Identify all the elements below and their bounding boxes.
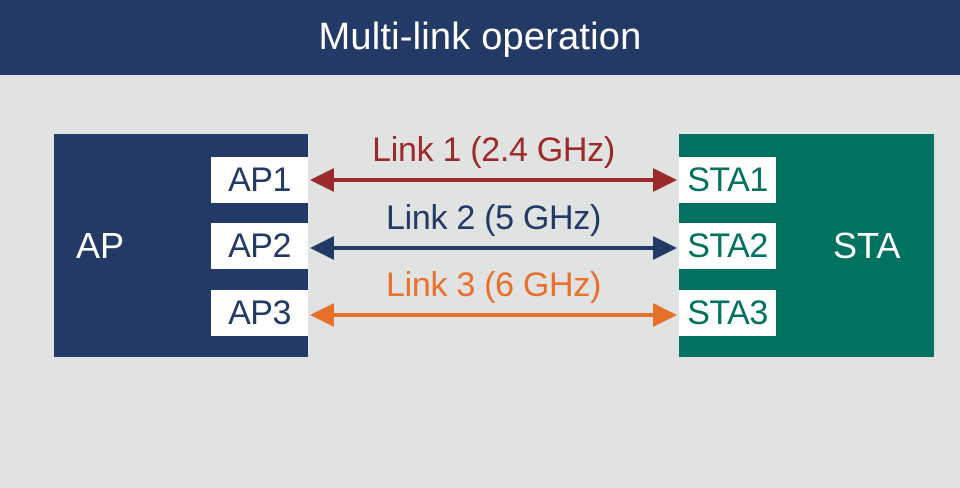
link-3-label: Link 3 (6 GHz) <box>386 266 601 304</box>
diagram-header: Multi-link operation <box>0 0 960 75</box>
sta-port-2: STA2 <box>679 223 776 269</box>
link-2-arrow <box>310 236 677 260</box>
link-2-label: Link 2 (5 GHz) <box>386 199 601 237</box>
sta-label: STA <box>833 224 901 266</box>
sta-block: STA STA1 STA2 STA3 <box>679 134 934 357</box>
link-1-arrowhead-left <box>310 168 334 192</box>
link-1-label: Link 1 (2.4 GHz) <box>372 131 615 169</box>
ap-block: AP AP1 AP2 AP3 <box>54 134 308 357</box>
ap-port-3: AP3 <box>211 290 308 336</box>
sta-port-3: STA3 <box>679 290 776 336</box>
ap-label: AP <box>76 224 125 266</box>
ap-port-1: AP1 <box>211 157 308 203</box>
link-3-arrowhead-left <box>310 303 334 327</box>
link-3-arrow <box>310 303 677 327</box>
link-3-arrowhead-right <box>653 303 677 327</box>
diagram-title: Multi-link operation <box>318 16 642 58</box>
link-2-arrowhead-right <box>653 236 677 260</box>
sta-port-1: STA1 <box>679 157 776 203</box>
ap-port-2: AP2 <box>211 223 308 269</box>
link-1-arrowhead-right <box>653 168 677 192</box>
link-1-arrow <box>310 168 677 192</box>
link-2-arrowhead-left <box>310 236 334 260</box>
